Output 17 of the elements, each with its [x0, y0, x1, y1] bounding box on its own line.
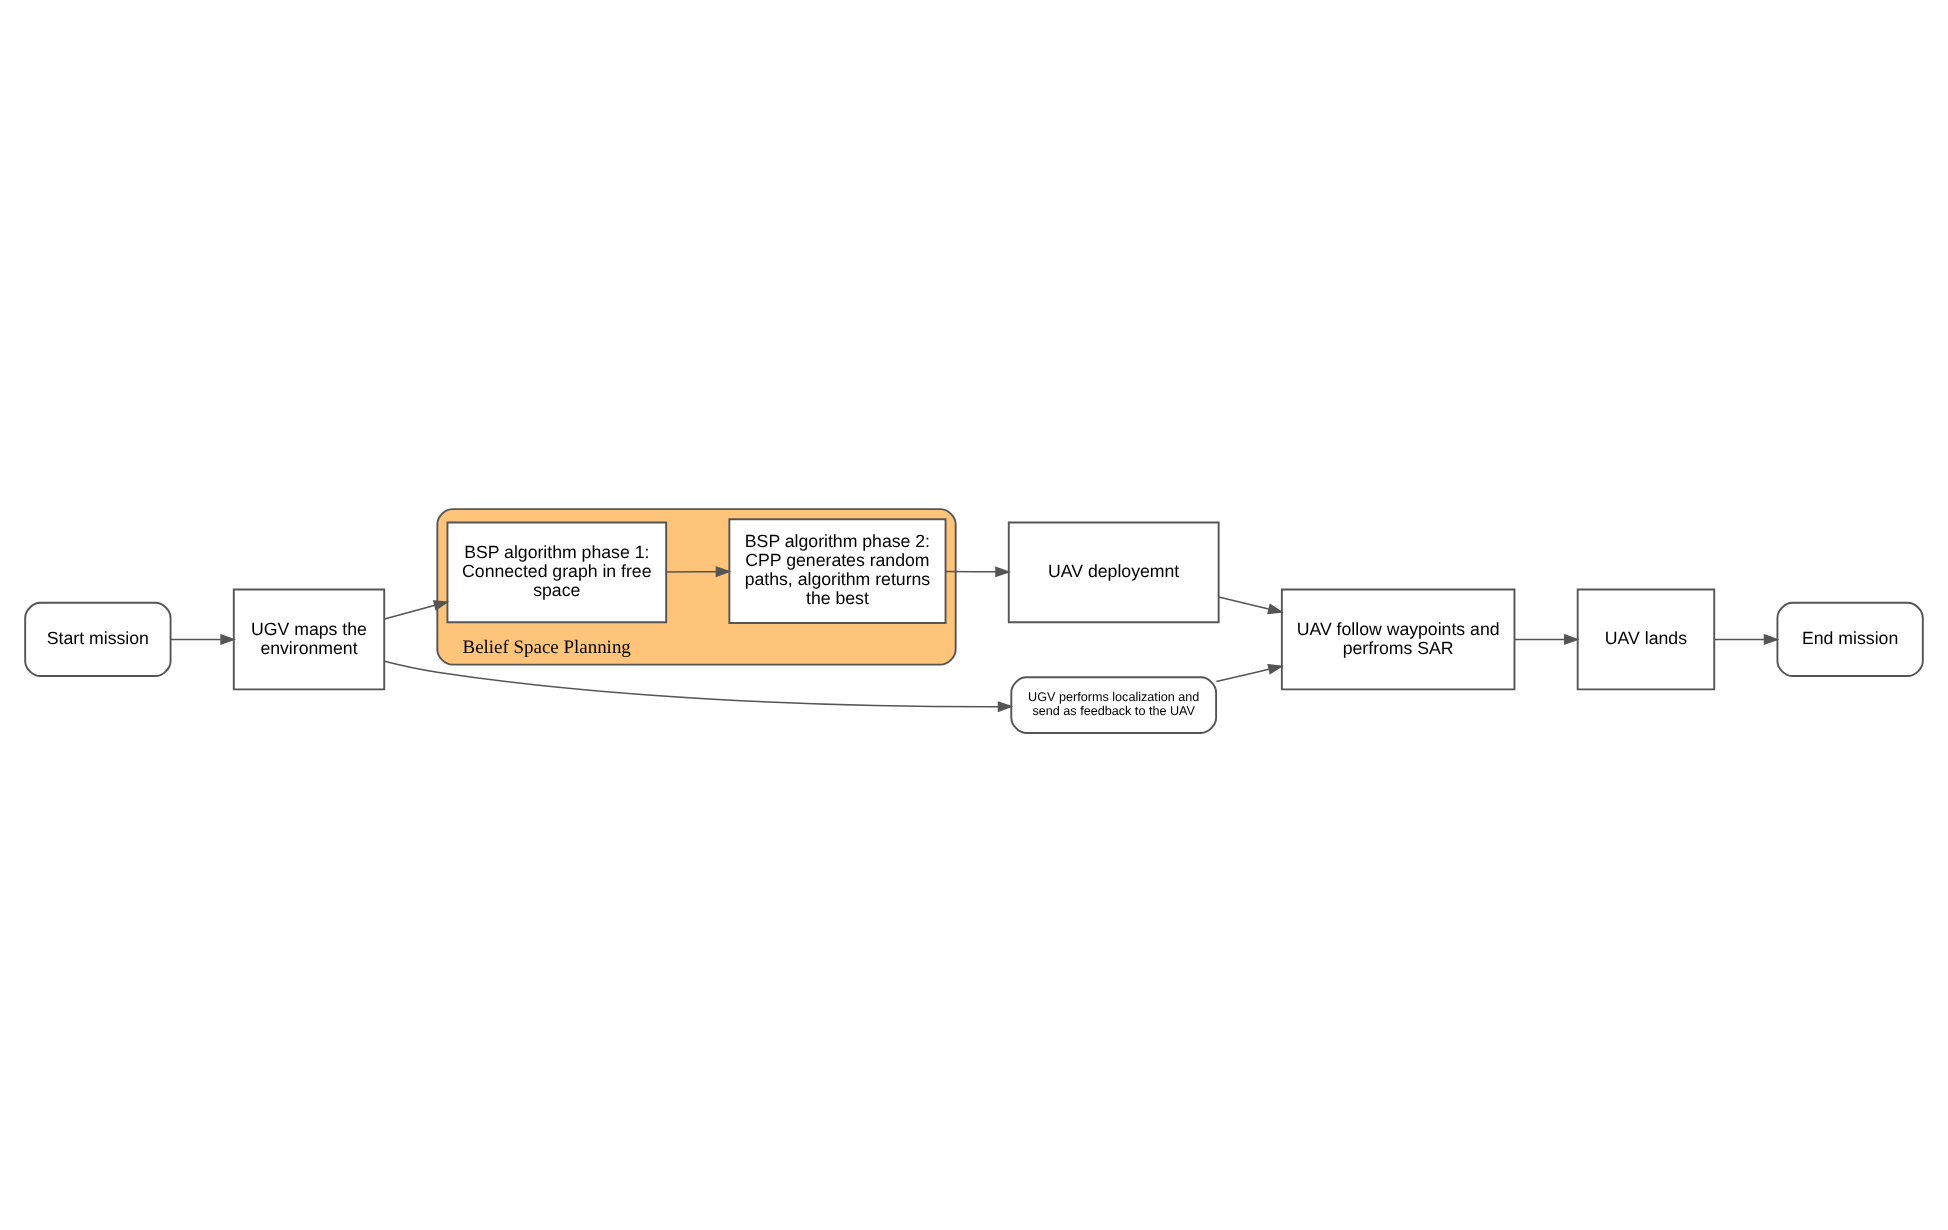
- arrow: [665, 565, 732, 577]
- arrow: [944, 565, 1011, 577]
- arrow: [383, 599, 450, 619]
- node-box: UGV maps the environment: [232, 587, 386, 690]
- node-box: End mission: [1776, 600, 1924, 676]
- node-box: UAV deployemnt: [1007, 520, 1220, 623]
- arrow: [1215, 662, 1284, 682]
- arrow: [1713, 632, 1780, 644]
- node-box: UAV lands: [1576, 587, 1716, 690]
- node-box: UAV follow waypoints and perfroms SAR: [1280, 587, 1516, 690]
- arrow: [170, 632, 236, 644]
- node-box: BSP algorithm phase 1: Connected graph in free space: [446, 520, 668, 623]
- node-box: Start mission: [24, 600, 172, 676]
- arrow: [383, 659, 1014, 712]
- arrow: [1218, 595, 1284, 614]
- node-box: BSP algorithm phase 2: CPP generates random paths, algorithm returns the best: [728, 517, 947, 623]
- arrow: [1513, 632, 1580, 644]
